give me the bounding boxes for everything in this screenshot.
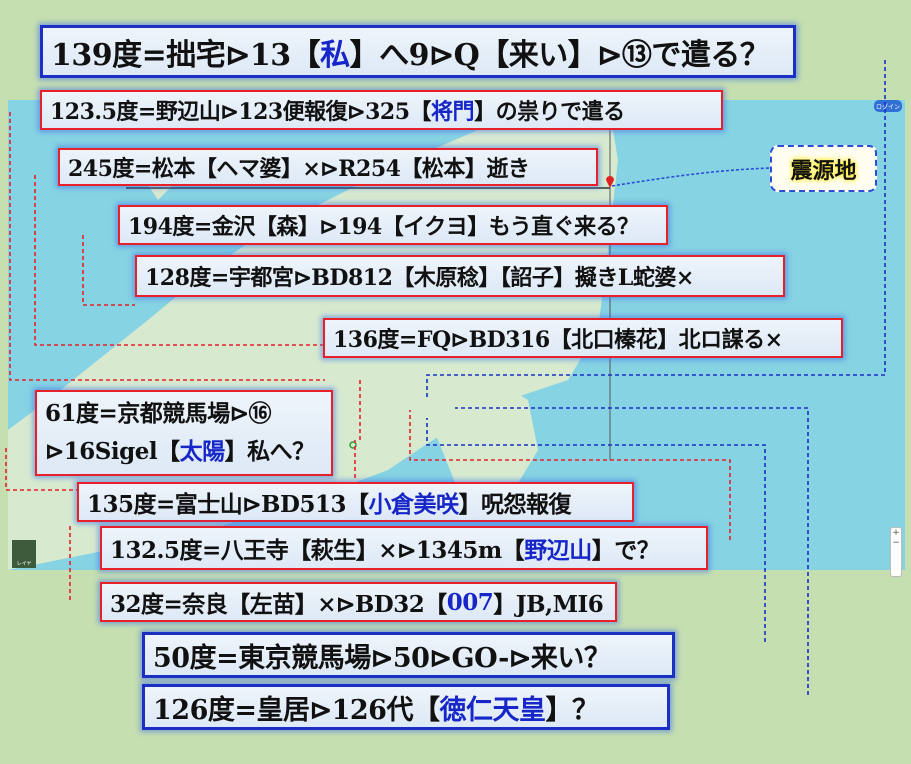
callout-text: 】呪怨報復: [458, 491, 571, 518]
highlighted-text: 小倉美咲: [368, 491, 459, 518]
callout-text: 136度=FQ⊳BD316【北口榛花】北ロ謀る×: [333, 327, 783, 353]
callout-32: 32度=奈良【左苗】×⊳BD32【007】JB,MI6: [100, 582, 617, 622]
callout-50: 50度=東京競馬場⊳50⊳GO-⊳来い？: [142, 632, 675, 678]
login-button[interactable]: ログイン: [876, 103, 900, 111]
callout-61-line1: 61度=京都競馬場⊳⑯: [45, 395, 272, 433]
callout-text: 】で？: [591, 537, 660, 564]
highlighted-text: 野辺山: [524, 537, 592, 564]
zoom-in-button[interactable]: +: [892, 528, 900, 538]
callout-text: 126度=皇居⊳126代【: [153, 694, 440, 726]
callout-text: ⊳16Sigel【: [45, 438, 180, 465]
callout-text: 】へ9⊳Q【来い】⊳⑬で遣る？: [349, 37, 770, 73]
callout-text: 123.5度=野辺山⊳123便報復⊳325【: [50, 99, 432, 125]
callout-text: 139度=拙宅⊳13【: [51, 37, 321, 73]
highlighted-text: 太陽: [179, 438, 226, 465]
callout-135: 135度=富士山⊳BD513【小倉美咲】呪怨報復: [77, 482, 634, 522]
highlighted-text: 007: [446, 588, 494, 616]
callout-128: 128度=宇都宮⊳BD812【木原稔】【詔子】擬きL蛇婆×: [135, 255, 785, 297]
layer-label: レイヤ: [17, 561, 32, 567]
callout-132-5: 132.5度=八王寺【萩生】×⊳1345m【野辺山】で？: [100, 526, 708, 570]
callout-text: 194度=金沢【森】⊳194【イクヨ】もう直ぐ来る？: [128, 214, 639, 240]
callout-61-line2: ⊳16Sigel【太陽】私へ？: [45, 433, 315, 471]
callout-139: 139度=拙宅⊳13【私】へ9⊳Q【来い】⊳⑬で遣る？: [40, 25, 796, 78]
callout-text: 】私へ？: [224, 438, 316, 465]
zoom-control[interactable]: + −: [890, 527, 902, 577]
callout-text: 50度=東京競馬場⊳50⊳GO-⊳来い？: [153, 642, 611, 674]
highlighted-text: 徳仁天皇: [439, 694, 546, 726]
zoom-out-button[interactable]: −: [892, 538, 900, 548]
callout-136: 136度=FQ⊳BD316【北口榛花】北ロ謀る×: [323, 318, 843, 358]
callout-text: 128度=宇都宮⊳BD812【木原稔】【詔子】擬きL蛇婆×: [145, 265, 694, 291]
callout-text: 135度=富士山⊳BD513【: [87, 491, 369, 518]
callout-194: 194度=金沢【森】⊳194【イクヨ】もう直ぐ来る？: [118, 205, 668, 245]
callout-126: 126度=皇居⊳126代【徳仁天皇】？: [142, 684, 670, 730]
callout-123-5: 123.5度=野辺山⊳123便報復⊳325【将門】の祟りで遣る: [40, 90, 723, 130]
callout-245: 245度=松本【ヘマ婆】×⊳R254【松本】逝き: [58, 148, 598, 186]
callout-text: 61度=京都競馬場⊳⑯: [45, 400, 272, 427]
callout-text: 】？: [545, 694, 599, 726]
highlighted-text: 私: [320, 37, 350, 73]
highlighted-text: 将門: [431, 99, 475, 125]
callout-61: 61度=京都競馬場⊳⑯ ⊳16Sigel【太陽】私へ？: [35, 390, 333, 476]
callout-text: 】JB,MI6: [493, 591, 604, 618]
callout-text: 32度=奈良【左苗】×⊳BD32【: [110, 591, 447, 618]
epicenter-label: 震源地: [770, 145, 877, 192]
callout-text: 132.5度=八王寺【萩生】×⊳1345m【: [110, 537, 525, 564]
layer-toggle[interactable]: [12, 540, 36, 568]
callout-text: 245度=松本【ヘマ婆】×⊳R254【松本】逝き: [68, 156, 530, 182]
land-boso: [408, 370, 538, 500]
callout-text: 】の祟りで遣る: [474, 99, 625, 125]
epicenter-marker-icon[interactable]: [606, 176, 614, 188]
